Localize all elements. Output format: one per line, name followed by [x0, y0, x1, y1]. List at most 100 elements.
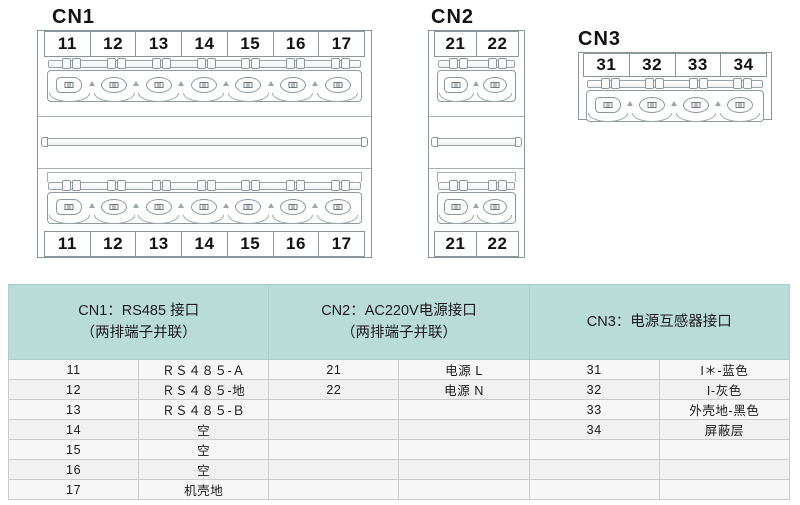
- cn2-bottom-screw: [482, 199, 507, 215]
- cn1-top-screw-slot: [288, 82, 298, 88]
- pin-label-21: 21: [435, 232, 477, 256]
- cn2-bottom-rail-pin: [449, 180, 459, 191]
- cn1-top-rail-pin: [295, 58, 305, 69]
- cn1-bottom-screw: [279, 199, 306, 215]
- cn1-bottom-divider-marker: [312, 203, 319, 208]
- cell-cn1-pin: 16: [7, 459, 140, 480]
- cn1-mid-line-upper: [38, 116, 371, 117]
- pin-label-21: 21: [435, 32, 477, 56]
- pin-label-15: 15: [228, 32, 274, 56]
- cn1-top-screw-slot: [109, 82, 119, 88]
- cell-cn2-pin: [268, 399, 400, 420]
- cn2-bottom-rail: [438, 182, 515, 190]
- cn1-top-screw: [235, 77, 262, 93]
- cn1-bottom-screw: [324, 199, 351, 215]
- pin-label-15: 15: [228, 232, 274, 256]
- cell-cn2-val: [398, 459, 530, 480]
- cn2-top-rail: [438, 60, 515, 68]
- cn2-bottom-rail-pin: [497, 180, 507, 191]
- cn1-top-rail-pin: [117, 58, 127, 69]
- cn1-top-rail-pin: [206, 58, 216, 69]
- cell-cn1-val: ＲＳ４８５-Ｂ: [138, 399, 270, 420]
- cn2-top-rail-pin: [487, 58, 497, 69]
- cn3-row-divider-marker: [715, 101, 721, 106]
- cn3-row-divider-marker: [627, 101, 633, 106]
- cell-cn2-pin: [268, 439, 400, 460]
- cn1-bottom-divider-marker: [88, 203, 95, 208]
- cn1-mid-rail-cap-left: [41, 137, 48, 147]
- cn1-top-rail-pin: [340, 58, 350, 69]
- cell-cn2-val: [398, 419, 530, 440]
- table-header: CN1：RS485 接口 （两排端子并联） CN2：AC220V电源接口 （两排…: [7, 284, 791, 360]
- pin-label-11: 11: [45, 232, 91, 256]
- cell-cn3-val: 屏蔽层: [658, 419, 791, 440]
- cn3-title: CN3: [578, 28, 622, 50]
- cn1-bottom-rail-pin: [161, 180, 171, 191]
- cn1-top-divider-marker: [178, 81, 185, 86]
- cell-cn3-pin: 34: [528, 419, 660, 440]
- cn1-top-rail-pin: [107, 58, 117, 69]
- cell-cn1-pin: 15: [7, 439, 140, 460]
- cell-cn3-pin: [528, 439, 660, 460]
- pin-label-12: 12: [91, 232, 137, 256]
- cn1-bottom-screw: [56, 199, 83, 215]
- cn2-bottom-screw-slot: [451, 204, 461, 210]
- cn1-bottom-divider-marker: [133, 203, 140, 208]
- cell-cn2-pin: [268, 419, 400, 440]
- cn1-bottom-rail-pin: [330, 180, 340, 191]
- cn1-bottom-screw-slot: [199, 204, 208, 210]
- cn1-bottom-rail-pin: [241, 180, 251, 191]
- pin-label-31: 31: [584, 54, 630, 76]
- cn3-row-screw-slot: [735, 102, 745, 108]
- cell-cn3-val: [658, 479, 791, 500]
- cn1-top-rail-pin: [72, 58, 82, 69]
- cn1-top-screw-slot: [243, 82, 253, 88]
- cn3-row-rail-pin: [611, 78, 620, 89]
- pin-label-16: 16: [274, 32, 320, 56]
- cn3-row-rail-pin: [689, 78, 698, 89]
- cn2-mid-line-upper: [429, 116, 524, 117]
- cn3-row-rail-pin: [655, 78, 664, 89]
- pin-label-34: 34: [733, 55, 754, 74]
- cell-cn3-pin: [528, 459, 660, 480]
- header-cn1-line2: （两排端子并联）: [80, 325, 197, 341]
- pin-label-17: 17: [331, 34, 352, 53]
- cell-cn2-val: 电源 L: [398, 359, 530, 380]
- table-header-row: CN1：RS485 接口 （两排端子并联） CN2：AC220V电源接口 （两排…: [7, 284, 791, 360]
- cn1-bottom-rail-pin: [340, 180, 350, 191]
- cn1-top-rail-pin: [196, 58, 206, 69]
- cn2-mid-rail-cap-right: [515, 137, 522, 147]
- cell-cn1-val: 空: [138, 419, 270, 440]
- cell-cn2-val: [398, 399, 530, 420]
- pin-label-17: 17: [331, 234, 352, 253]
- header-cn2: CN2：AC220V电源接口 （两排端子并联）: [268, 284, 530, 360]
- pin-label-33: 33: [676, 54, 722, 76]
- cn1-bottom-divider-marker: [267, 203, 274, 208]
- cn2-top-screw: [444, 77, 469, 93]
- terminal-assignment-table: CN1：RS485 接口 （两排端子并联） CN2：AC220V电源接口 （两排…: [7, 284, 791, 500]
- cn2-lower-ledge: [437, 172, 516, 182]
- cn1-lower-ledge: [47, 172, 362, 182]
- cell-cn3-pin: 31: [528, 359, 660, 380]
- cn3-row-rail-pin: [733, 78, 742, 89]
- cn2-top-screw-slot: [490, 82, 500, 88]
- cn1-bottom-rail-pin: [206, 180, 216, 191]
- header-cn3-line1: CN3：电源互感器接口: [586, 313, 732, 330]
- cn3-row-rail-pin: [743, 78, 752, 89]
- cn1-bottom-screw: [145, 199, 172, 215]
- cn3-row-rail: [587, 80, 763, 88]
- cn1-bottom-rail-pin: [295, 180, 305, 191]
- cn2-bottom-divider-marker: [472, 203, 479, 208]
- cn1-bottom-screw: [235, 199, 262, 215]
- cn2-top-rail-pin: [449, 58, 459, 69]
- cn1-mid-line-lower: [38, 168, 371, 169]
- cn1-top-rail-pin: [330, 58, 340, 69]
